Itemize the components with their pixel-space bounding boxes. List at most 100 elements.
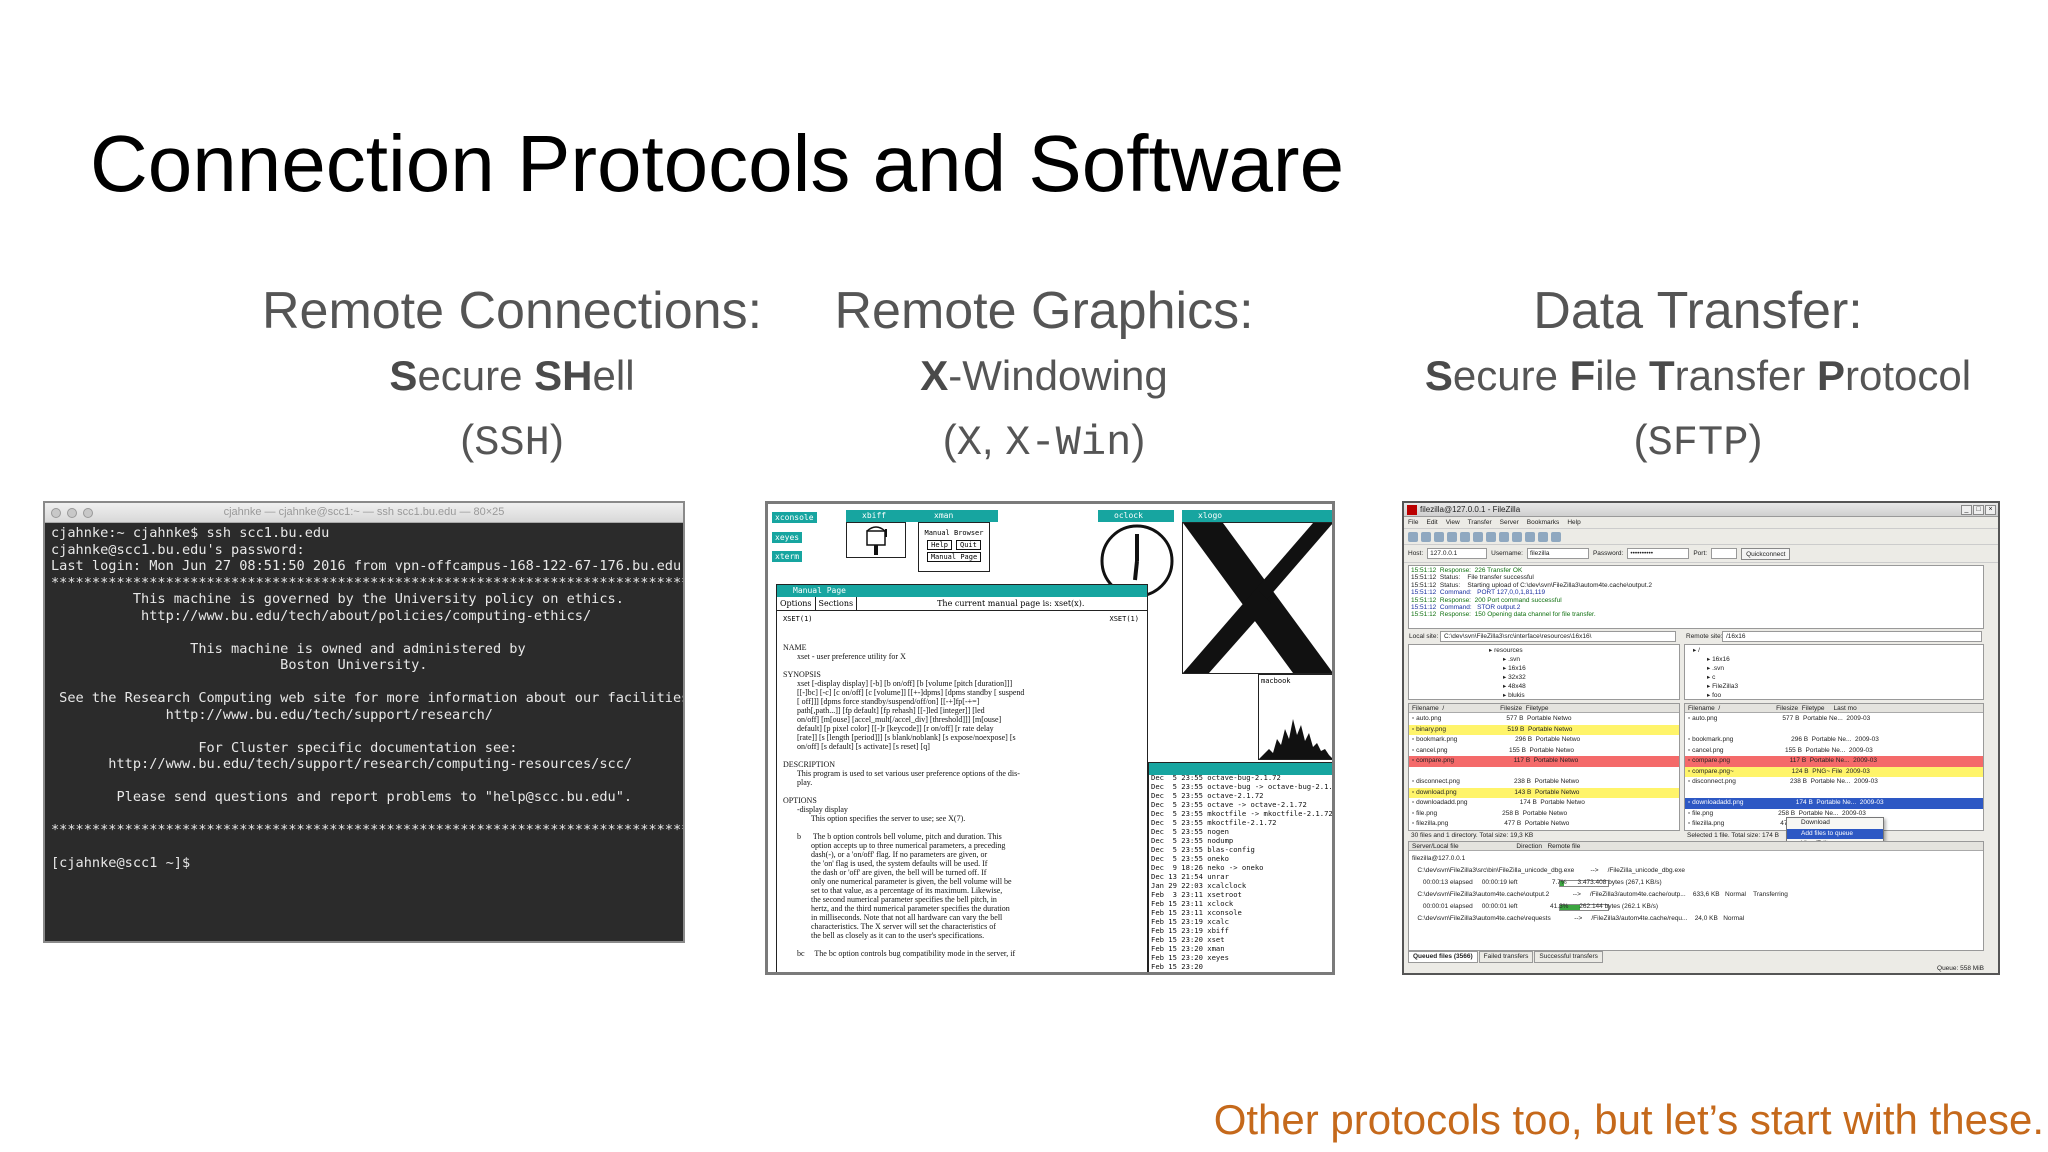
file-row[interactable]: ▫ file.png 258 B Portable Ne... 2009-03 [1688,809,1866,817]
compare-icon[interactable] [1525,531,1535,542]
filter-icon[interactable] [1538,531,1548,542]
queue-header: Server/Local file Direction Remote file [1409,842,1983,851]
log-line: 15:51:12 Response: 150 Opening data chan… [1411,611,1596,619]
local-file-list[interactable]: Filename / Filesize Filetype ▫ auto.png … [1408,703,1680,831]
menu-item-file[interactable]: File [1408,519,1419,526]
menu-item-bookmarks[interactable]: Bookmarks [1526,519,1560,526]
menu-item-server[interactable]: Server [1499,519,1519,526]
xterm-line: Feb 15 23:20 xman [1151,944,1225,953]
maximize-icon[interactable]: □ [1973,505,1984,515]
remote-directory-tree[interactable]: ▸ / ▸ 16x16 ▸ .svn ▸ c ▸ FileZilla3 ▸ foo [1684,644,1984,700]
menu-item-transfer[interactable]: Transfer [1467,519,1492,526]
tree-folder[interactable]: ▸ blukis [1503,692,1525,699]
file-row[interactable] [1409,767,1679,778]
tree-folder[interactable]: ▸ 16x16 [1707,656,1730,663]
queue-row[interactable]: 00:00:13 elapsed 00:00:19 left 7.7% 3.47… [1409,878,1983,889]
file-row[interactable]: ▫ downloadadd.png 174 B Portable Netwo [1412,799,1585,806]
disconnect-icon[interactable] [1499,531,1509,542]
port-input[interactable] [1711,548,1738,559]
tree-folder[interactable]: ▸ resources [1489,647,1523,654]
progress-bar [1559,903,1609,911]
toggle-log-icon[interactable] [1447,531,1457,542]
file-row[interactable]: ▫ compare.png 117 B Portable Ne... 2009-… [1685,756,1983,767]
remote-file-list[interactable]: Filename / Filesize Filetype Last mo ▫ a… [1684,703,1984,831]
host-input[interactable]: 127.0.0.1 [1427,548,1488,559]
tab-queued-files[interactable]: Queued files (3566) [1408,951,1478,963]
tab-failed-transfers[interactable]: Failed transfers [1478,951,1534,963]
file-row[interactable]: ▫ auto.png 577 B Portable Ne... 2009-03 [1688,715,1871,722]
quickconnect-button[interactable]: Quickconnect [1741,547,1791,560]
close-icon[interactable]: × [1985,505,1996,515]
tree-folder[interactable]: ▸ FileZilla3 [1707,683,1739,690]
context-menu-item[interactable]: Add files to queue [1787,828,1883,839]
file-row[interactable]: ▫ disconnect.png 238 B Portable Netwo [1412,778,1580,785]
xterm-line: Dec 5 23:55 nodump [1151,836,1234,845]
tree-folder[interactable]: ▸ / [1693,647,1700,654]
toggle-queue-icon[interactable] [1473,531,1483,542]
file-row[interactable]: ▫ bookmark.png 296 B Portable Ne... 2009… [1688,736,1879,743]
transfer-queue[interactable]: Server/Local file Direction Remote file … [1408,841,1984,951]
tree-folder[interactable]: ▸ 16x16 [1503,665,1526,672]
tree-folder[interactable]: ▸ 48x48 [1503,683,1526,690]
menu-item-help[interactable]: Help [1567,519,1581,526]
tree-folder[interactable]: ▸ .svn [1503,656,1520,663]
tree-folder[interactable]: ▸ c [1707,674,1716,681]
queue-row[interactable]: C:\dev\svn\FileZilla3\src\bin\FileZilla_… [1409,866,1983,877]
queue-size: Queue: 558 MiB [1937,965,1984,972]
queue-row[interactable]: filezilla@127.0.0.1 [1409,854,1983,865]
local-status: 30 files and 1 directory. Total size: 19… [1411,832,1534,839]
password-input[interactable]: •••••••••• [1627,548,1690,559]
username-input[interactable]: filezilla [1526,548,1589,559]
file-row[interactable]: ▫ compare.png 117 B Portable Netwo [1409,756,1679,767]
tree-folder[interactable]: ▸ .svn [1707,665,1724,672]
load-graph [1259,719,1332,759]
options-menu[interactable]: Options [777,597,816,611]
toggle-tree-icon[interactable] [1460,531,1470,542]
minimize-icon[interactable]: _ [1961,505,1972,515]
quit-button[interactable]: Quit [956,540,981,550]
local-directory-tree[interactable]: ▸ resources ▸ .svn ▸ 16x16 ▸ 32x32 ▸ 48x48 ▸ … [1408,644,1680,700]
queue-row[interactable]: 00:00:01 elapsed 00:00:01 left 41.3% 262… [1409,902,1983,913]
local-site-input[interactable]: C:\dev\svn\FileZilla3\src\interface\reso… [1440,631,1676,642]
cancel-icon[interactable] [1486,531,1496,542]
queue-row[interactable]: C:\dev\svn\FileZilla3\autom4te.cache\out… [1409,890,1983,901]
subtitle-run: ransfer [1674,352,1818,399]
file-row[interactable]: ▫ downloadadd.png 174 B Portable Ne... 2… [1685,798,1983,809]
file-row[interactable]: ▫ disconnect.png 238 B Portable Ne... 20… [1688,778,1878,785]
process-queue-icon[interactable] [1421,531,1431,542]
manual-page-button[interactable]: Manual Page [926,552,982,562]
xterm-line: Dec 5 23:55 octave -> octave-2.1.72 [1151,800,1307,809]
menu-item-edit[interactable]: Edit [1426,519,1438,526]
tree-folder[interactable]: ▸ 32x32 [1503,674,1526,681]
queue-row[interactable]: C:\dev\svn\FileZilla3\autom4te.cache\req… [1409,914,1983,925]
sections-menu[interactable]: Sections [816,597,858,611]
remote-site-input[interactable]: /16x16 [1722,631,1982,642]
queue-row-text: C:\dev\svn\FileZilla3\src\bin\FileZilla_… [1412,867,1685,874]
file-row[interactable]: ▫ download.png 143 B Portable Netwo [1409,787,1679,798]
xterm-line: Dec 5 23:55 nogen [1151,827,1229,836]
reconnect-icon[interactable] [1512,531,1522,542]
context-menu-item[interactable]: Download [1801,819,1830,826]
file-row[interactable] [1685,725,1983,736]
file-row[interactable]: ▫ file.png 258 B Portable Netwo [1412,809,1568,817]
x-logo-icon [1183,523,1332,673]
xbiff-window [846,522,906,558]
file-row[interactable]: ▫ compare.png~ 124 B PNG~ File 2009-03 [1685,766,1983,777]
file-row[interactable]: ▫ auto.png 577 B Portable Netwo [1412,715,1572,722]
file-row[interactable]: ▫ bookmark.png 296 B Portable Netwo [1412,736,1581,743]
file-row[interactable]: ▫ cancel.png 155 B Portable Ne... 2009-0… [1688,746,1873,754]
log-line: 15:51:12 Response: 226 Transfer OK [1411,567,1523,574]
file-row[interactable]: ▫ cancel.png 155 B Portable Netwo [1412,746,1574,754]
column-remote-connections: Remote Connections: Secure SHell (SSH) [162,278,862,472]
file-row[interactable] [1685,788,1983,799]
refresh-icon[interactable] [1434,531,1444,542]
remote-file-list-header: Filename / Filesize Filetype Last mo [1685,704,1983,713]
site-manager-icon[interactable] [1408,531,1418,542]
tab-successful-transfers[interactable]: Successful transfers [1534,951,1603,963]
file-row[interactable]: ▫ filezilla.png 477 B Portable Netwo [1412,820,1570,827]
file-row[interactable]: ▫ binary.png 519 B Portable Netwo [1409,724,1679,735]
help-button[interactable]: Help [927,540,952,550]
menu-item-view[interactable]: View [1445,519,1460,526]
sync-browse-icon[interactable] [1551,531,1561,542]
tree-folder[interactable]: ▸ foo [1707,692,1722,699]
